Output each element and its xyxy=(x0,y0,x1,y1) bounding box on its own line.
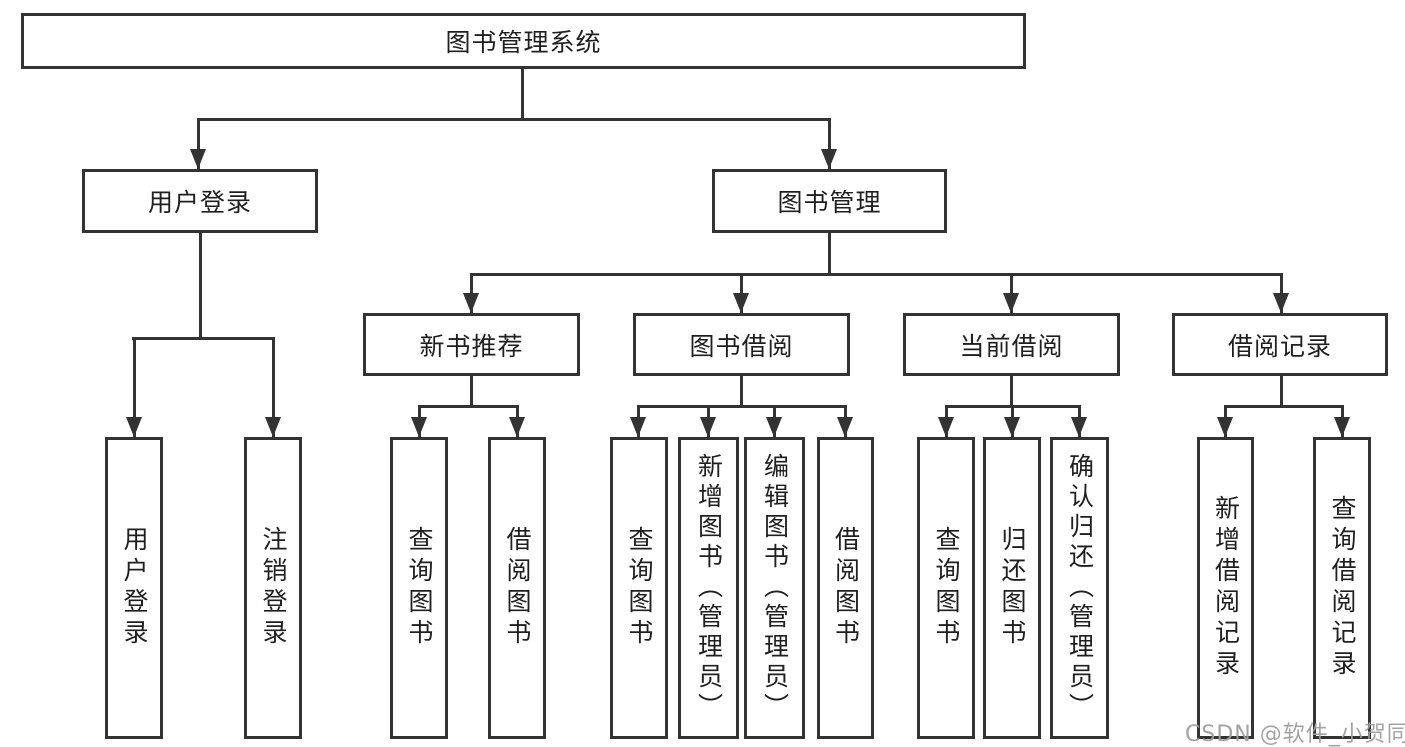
arrow-down-icon xyxy=(1217,417,1233,437)
connector-line xyxy=(199,233,202,337)
node-query-books-recommend: 查询图书 xyxy=(390,437,448,739)
node-query-books-recommend-label: 查询图书 xyxy=(405,526,434,650)
node-add-borrow-record-label: 新增借阅记录 xyxy=(1211,495,1241,681)
connector-line xyxy=(197,118,200,169)
node-user-login-leaf: 用户登录 xyxy=(105,437,163,739)
node-query-borrow-record: 查询借阅记录 xyxy=(1313,437,1371,739)
node-logout-leaf: 注销登录 xyxy=(244,437,302,739)
node-confirm-return-admin: 确认归还（管理员） xyxy=(1050,437,1109,739)
arrow-down-icon xyxy=(938,417,954,437)
node-add-books-admin-label: 新增图书（管理员） xyxy=(694,453,724,723)
node-user-login-label: 用户登录 xyxy=(147,188,252,217)
node-borrow-books-borrowing: 借阅图书 xyxy=(817,437,874,739)
node-borrowing-records-label: 借阅记录 xyxy=(1227,331,1332,361)
connector-line xyxy=(133,337,136,437)
connector-line xyxy=(740,376,743,405)
arrow-down-icon xyxy=(1273,293,1289,313)
node-current-borrowing: 当前借阅 xyxy=(903,313,1120,376)
arrow-down-icon xyxy=(509,417,525,437)
arrow-down-icon xyxy=(733,293,749,313)
node-edit-books-admin-label: 编辑图书（管理员） xyxy=(760,453,790,723)
node-query-books-current: 查询图书 xyxy=(917,437,975,739)
arrow-down-icon xyxy=(630,417,646,437)
connector-line xyxy=(470,376,473,405)
node-query-borrow-record-label: 查询借阅记录 xyxy=(1328,495,1357,681)
node-root: 图书管理系统 xyxy=(21,13,1026,69)
node-borrow-books-borrowing-label: 借阅图书 xyxy=(831,526,861,650)
node-book-management-label: 图书管理 xyxy=(777,188,882,217)
arrow-down-icon xyxy=(766,417,782,437)
node-book-management: 图书管理 xyxy=(712,169,947,233)
connector-line xyxy=(521,69,524,118)
connector-line xyxy=(828,233,831,273)
connector-line xyxy=(418,405,519,408)
connector-line xyxy=(470,273,1283,276)
csdn-watermark: CSDN @软件_小贺同学 xyxy=(1185,722,1405,747)
node-new-book-recommend: 新书推荐 xyxy=(363,313,580,376)
node-borrow-books-recommend-label: 借阅图书 xyxy=(503,526,532,650)
node-book-borrowing-label: 图书借阅 xyxy=(689,331,794,361)
arrow-down-icon xyxy=(1003,293,1019,313)
node-add-borrow-record: 新增借阅记录 xyxy=(1197,437,1254,739)
arrow-down-icon xyxy=(837,417,853,437)
connector-line xyxy=(638,405,847,408)
node-book-borrowing: 图书借阅 xyxy=(633,313,850,376)
node-logout-leaf-label: 注销登录 xyxy=(259,526,288,650)
arrow-down-icon xyxy=(126,417,142,437)
arrow-down-icon xyxy=(1334,417,1350,437)
node-borrow-books-recommend: 借阅图书 xyxy=(488,437,546,739)
node-return-books-label: 归还图书 xyxy=(998,526,1027,650)
arrow-down-icon xyxy=(190,149,206,169)
arrow-down-icon xyxy=(821,149,837,169)
arrow-down-icon xyxy=(1004,417,1020,437)
node-add-books-admin: 新增图书（管理员） xyxy=(678,437,739,739)
arrow-down-icon xyxy=(1071,417,1087,437)
node-user-login-leaf-label: 用户登录 xyxy=(120,526,149,650)
node-return-books: 归还图书 xyxy=(983,437,1041,739)
connector-line xyxy=(1224,405,1344,408)
node-borrowing-records: 借阅记录 xyxy=(1172,313,1388,376)
connector-line xyxy=(272,337,275,437)
node-root-label: 图书管理系统 xyxy=(445,28,602,57)
node-user-login: 用户登录 xyxy=(82,169,318,233)
connector-line xyxy=(828,118,831,169)
node-new-book-recommend-label: 新书推荐 xyxy=(419,331,524,361)
connector-line xyxy=(197,118,831,121)
node-current-borrowing-label: 当前借阅 xyxy=(959,331,1064,361)
arrow-down-icon xyxy=(463,293,479,313)
arrow-down-icon xyxy=(700,417,716,437)
node-query-books-current-label: 查询图书 xyxy=(932,526,961,650)
node-query-books-borrowing-label: 查询图书 xyxy=(625,526,654,650)
arrow-down-icon xyxy=(411,417,427,437)
node-edit-books-admin: 编辑图书（管理员） xyxy=(744,437,805,739)
connector-line xyxy=(1280,376,1283,405)
node-query-books-borrowing: 查询图书 xyxy=(610,437,668,739)
connector-line xyxy=(132,337,275,340)
node-confirm-return-admin-label: 确认归还（管理员） xyxy=(1065,453,1095,723)
arrow-down-icon xyxy=(265,417,281,437)
connector-line xyxy=(1010,376,1013,405)
